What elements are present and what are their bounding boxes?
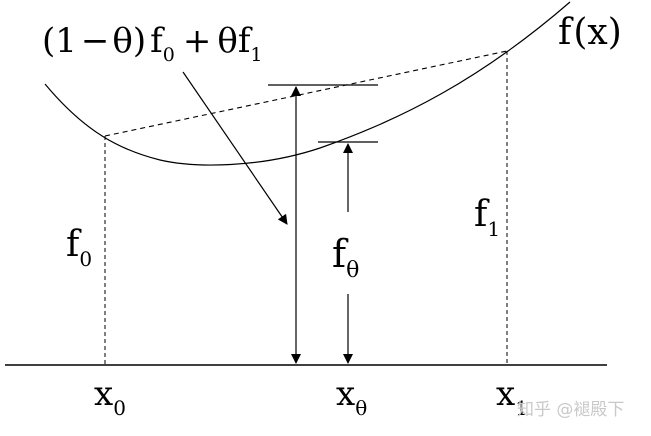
secant-chord: [104, 50, 508, 137]
function-label: f(x): [558, 12, 622, 53]
x1-label: x1: [496, 374, 528, 420]
function-curve: [44, 1, 571, 166]
watermark: 知乎 @褪殿下: [517, 400, 624, 420]
xtheta-label: xθ: [336, 374, 367, 420]
f0-label: f0: [66, 224, 92, 271]
x0-label: x0: [94, 374, 126, 420]
formula-pointer-arrow: [182, 71, 288, 225]
ftheta-label: fθ: [332, 232, 359, 283]
formula-label: (1−θ)f0+θf1: [42, 21, 263, 66]
f1-label: f1: [474, 194, 500, 241]
